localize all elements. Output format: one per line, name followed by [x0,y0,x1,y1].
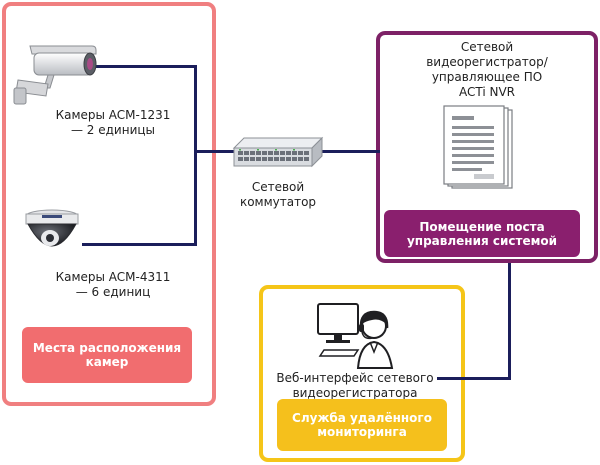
control-room-label: Помещение поста управления системой [384,210,580,257]
switch-caption-line2: коммутатор [239,195,317,209]
switch-caption-line1: Сетевой [251,180,305,194]
control-room-label-line1: Помещение поста [419,219,545,234]
camera-locations-label: Места расположения камер [22,327,192,383]
dome-cameras-caption: Камеры ACM-4311 — 6 единиц [48,270,178,300]
document-stack-icon [443,105,513,189]
nvr-caption-line2: видеорегистратор/ [426,55,548,69]
connector-to-web [437,377,511,380]
connector-dome-camera [82,243,197,246]
switch-caption: Сетевой коммутатор [228,180,328,210]
bullet-cameras-caption: Камеры ACM-1231 — 2 единицы [48,108,178,138]
dome-cameras-model: Камеры ACM-4311 [55,270,171,284]
nvr-caption: Сетевой видеорегистратор/ управляющее ПО… [397,40,577,100]
web-interface-caption-line2: видеорегистратора [292,386,418,400]
remote-monitoring-label-line1: Служба удалённого [292,411,432,425]
bullet-cameras-count: — 2 единицы [70,123,156,137]
dome-cameras-count: — 6 единиц [75,285,151,299]
operator-headset-icon [317,303,394,369]
control-room-label-line2: управления системой [406,233,558,248]
nvr-caption-line1: Сетевой [460,40,514,54]
remote-monitoring-label: Служба удалённого мониторинга [277,399,447,451]
network-switch-icon [232,136,324,168]
bullet-camera-icon [13,45,97,105]
connector-left-vertical [194,65,197,245]
remote-monitoring-label-line2: мониторинга [317,425,407,439]
web-interface-caption: Веб-интерфейс сетевого видеорегистратора [270,371,440,401]
bullet-cameras-model: Камеры ACM-1231 [55,108,171,122]
nvr-caption-line4: ACTi NVR [458,85,515,99]
connector-switch-to-nvr [322,150,380,153]
camera-locations-label-line1: Места расположения [32,341,182,355]
camera-locations-label-line2: камер [85,355,129,369]
web-interface-caption-line1: Веб-интерфейс сетевого [276,371,434,385]
dome-camera-icon [25,209,79,247]
connector-to-switch [194,150,234,153]
connector-nvr-down [508,263,511,379]
nvr-caption-line3: управляющее ПО [431,70,543,84]
connector-bullet-camera [92,65,196,68]
